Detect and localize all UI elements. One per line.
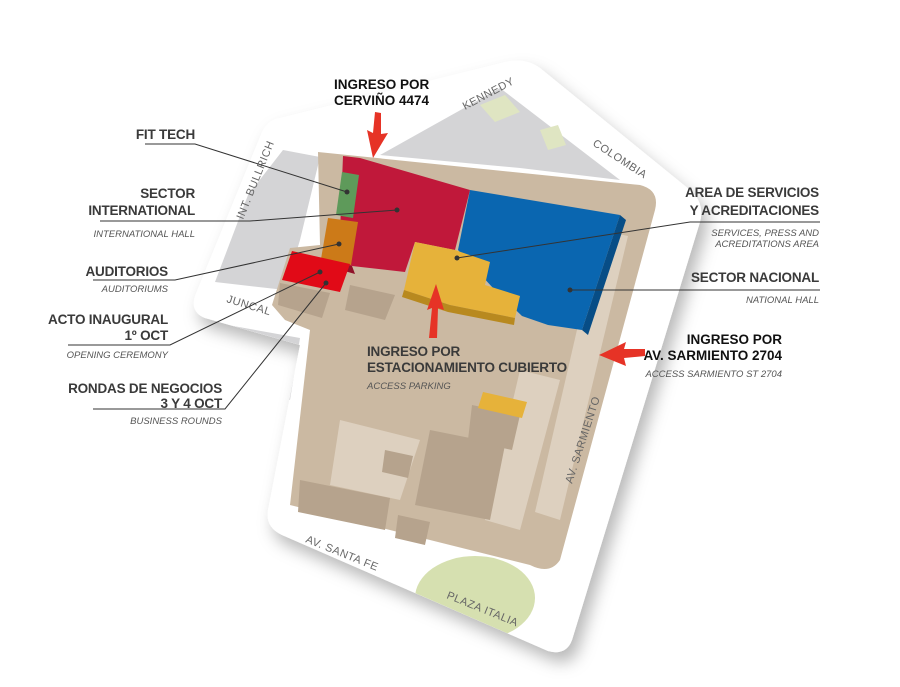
svg-text:INTERNATIONAL HALL: INTERNATIONAL HALL	[93, 229, 195, 240]
svg-text:ACTO INAUGURAL: ACTO INAUGURAL	[48, 312, 168, 327]
svg-text:RONDAS DE NEGOCIOS: RONDAS DE NEGOCIOS	[68, 381, 222, 396]
legend-fit-tech: FIT TECH	[136, 127, 195, 142]
pavilions	[282, 156, 626, 418]
svg-text:SECTOR NACIONAL: SECTOR NACIONAL	[691, 270, 819, 285]
entrance-cervino: INGRESO POR CERVIÑO 4474	[334, 77, 430, 108]
svg-text:AUDITORIUMS: AUDITORIUMS	[101, 284, 169, 295]
sector-nacional	[458, 190, 620, 330]
legend-auditorios: AUDITORIOS AUDITORIUMS	[85, 264, 168, 295]
legend-nacional: SECTOR NACIONAL NATIONAL HALL	[691, 270, 819, 306]
entrance-sarmiento: INGRESO POR AV. SARMIENTO 2704 ACCESS SA…	[643, 332, 782, 380]
svg-text:AV. SARMIENTO 2704: AV. SARMIENTO 2704	[643, 348, 782, 363]
svg-text:NATIONAL HALL: NATIONAL HALL	[746, 295, 819, 306]
legend-acto-inaugural: ACTO INAUGURAL 1º OCT OPENING CEREMONY	[48, 312, 169, 361]
sector-international	[338, 156, 470, 272]
svg-text:1º OCT: 1º OCT	[125, 328, 169, 343]
legend-rondas: RONDAS DE NEGOCIOS 3 Y 4 OCT BUSINESS RO…	[68, 381, 223, 427]
plaza-italia	[415, 556, 535, 640]
svg-text:BUSINESS ROUNDS: BUSINESS ROUNDS	[130, 416, 223, 427]
fit-tech-area	[336, 172, 359, 218]
arrow-parking-icon	[427, 284, 444, 338]
arrow-cervino-icon	[367, 112, 388, 158]
svg-text:3 Y 4 OCT: 3 Y 4 OCT	[161, 396, 223, 411]
services-area-secondary	[478, 392, 527, 418]
arrow-sarmiento-icon	[599, 342, 645, 366]
auditorios-area	[321, 218, 358, 265]
svg-text:CERVIÑO 4474: CERVIÑO 4474	[334, 93, 430, 108]
svg-text:ACREDITATIONS AREA: ACREDITATIONS AREA	[714, 239, 819, 250]
svg-text:FIT TECH: FIT TECH	[136, 127, 195, 142]
svg-text:ACCESS SARMIENTO ST 2704: ACCESS SARMIENTO ST 2704	[644, 369, 782, 380]
svg-text:AUDITORIOS: AUDITORIOS	[85, 264, 168, 279]
svg-text:ESTACIONAMIENTO CUBIERTO: ESTACIONAMIENTO CUBIERTO	[367, 360, 567, 375]
entrance-arrows	[367, 112, 645, 366]
svg-text:Y ACREDITACIONES: Y ACREDITACIONES	[690, 203, 820, 218]
svg-text:INGRESO POR: INGRESO POR	[334, 77, 430, 92]
svg-text:AREA DE SERVICIOS: AREA DE SERVICIOS	[685, 185, 819, 200]
svg-text:INTERNATIONAL: INTERNATIONAL	[88, 203, 195, 218]
leader-lines	[68, 143, 820, 410]
svg-text:ACCESS PARKING: ACCESS PARKING	[366, 381, 451, 392]
svg-text:INGRESO POR: INGRESO POR	[367, 344, 461, 359]
svg-text:SERVICES, PRESS AND: SERVICES, PRESS AND	[711, 228, 819, 239]
svg-text:OPENING CEREMONY: OPENING CEREMONY	[67, 350, 169, 361]
svg-text:SECTOR: SECTOR	[140, 186, 195, 201]
park-kennedy	[480, 95, 566, 150]
legend-international: SECTOR INTERNATIONAL INTERNATIONAL HALL	[88, 186, 195, 240]
entrance-parking: INGRESO POR ESTACIONAMIENTO CUBIERTO ACC…	[366, 344, 567, 392]
svg-text:INGRESO POR: INGRESO POR	[687, 332, 783, 347]
auxiliary-buildings	[278, 283, 520, 545]
legend-servicios: AREA DE SERVICIOS Y ACREDITACIONES SERVI…	[685, 185, 819, 250]
block-kennedy	[380, 88, 620, 180]
